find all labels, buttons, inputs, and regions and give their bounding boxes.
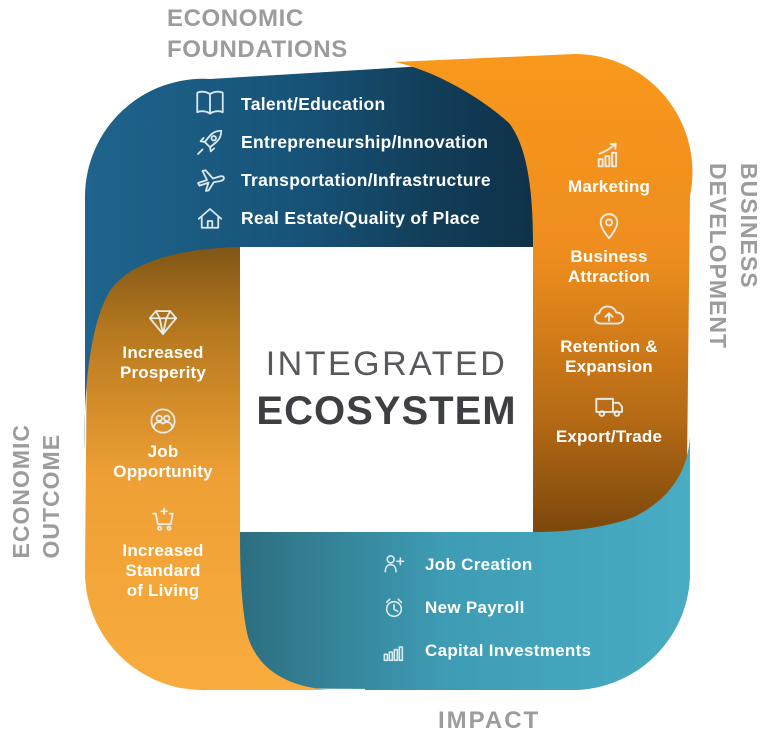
business-development-segment [395,53,693,558]
item-job-creation: Job Creation [378,548,591,582]
impact-items: Job Creation New Payroll Capital Investm… [378,548,591,668]
alarm-clock-icon [385,598,403,618]
cloud-upload-icon [593,305,625,325]
impact-segment-head-overlap [365,437,690,690]
item-talent-education: Talent/Education [192,86,491,122]
item-label: Marketing [567,177,651,196]
section-label-economic-foundations: ECONOMIC FOUNDATIONS [167,5,348,63]
item-capital-investments: Capital Investments [378,634,591,668]
diamond-icon [148,310,178,335]
item-new-payroll: New Payroll [378,591,591,625]
item-marketing: Marketing [568,137,650,197]
growth-chart-icon [597,142,618,168]
section-label-economic-outcome: ECONOMIC OUTCOME [8,424,64,559]
people-circle-icon [150,408,176,434]
item-label: Retention & Expansion [560,337,658,376]
item-increased-prosperity: Increased Prosperity [120,304,206,383]
rocket-icon [197,129,223,155]
economic-outcome-segment [84,218,332,691]
item-label: Increased Standard of Living [122,541,204,600]
item-label: Job Opportunity [113,442,213,481]
item-label: Real Estate/Quality of Place [241,207,480,228]
person-plus-icon [384,555,405,573]
item-entrepreneurship-innovation: Entrepreneurship/Innovation [192,124,491,160]
map-pin-icon [599,213,619,240]
house-icon [197,208,223,229]
item-label: Increased Prosperity [119,343,207,382]
item-retention-expansion: Retention & Expansion [560,297,658,377]
cart-plus-icon [151,507,174,531]
item-increased-standard-of-living: Increased Standard of Living [122,502,203,601]
section-label-business-development: BUSINESS DEVELOPMENT [705,163,762,350]
item-real-estate-quality-of-place: Real Estate/Quality of Place [192,200,491,236]
center-title: INTEGRATED ECOSYSTEM [240,247,533,532]
business-development-items: Marketing Business Attraction Retention … [534,137,684,457]
item-label: Transportation/Infrastructure [241,169,491,190]
economic-foundations-segment [84,58,558,450]
airplane-icon [197,169,225,192]
section-label-impact: IMPACT [438,707,541,734]
center-title-line2: ECOSYSTEM [256,389,517,433]
economic-outcome-items: Increased Prosperity Job Opportunity Inc… [104,304,222,621]
item-business-attraction: Business Attraction [568,207,650,287]
truck-icon [595,397,623,417]
open-book-icon [196,90,224,115]
item-label: Entrepreneurship/Innovation [241,131,489,152]
item-label: Capital Investments [425,641,592,660]
item-transportation-infrastructure: Transportation/Infrastructure [192,162,491,198]
item-job-opportunity: Job Opportunity [113,403,213,482]
item-label: Job Creation [425,555,533,574]
item-label: Export/Trade [555,427,663,446]
bar-chart-icon [383,646,404,662]
item-export-trade: Export/Trade [556,387,662,447]
item-label: Business Attraction [567,247,651,286]
center-title-line1: INTEGRATED [265,345,508,383]
item-label: Talent/Education [241,93,386,114]
economic-foundations-items: Talent/Education Entrepreneurship/Innova… [192,86,491,236]
item-label: New Payroll [425,598,525,617]
